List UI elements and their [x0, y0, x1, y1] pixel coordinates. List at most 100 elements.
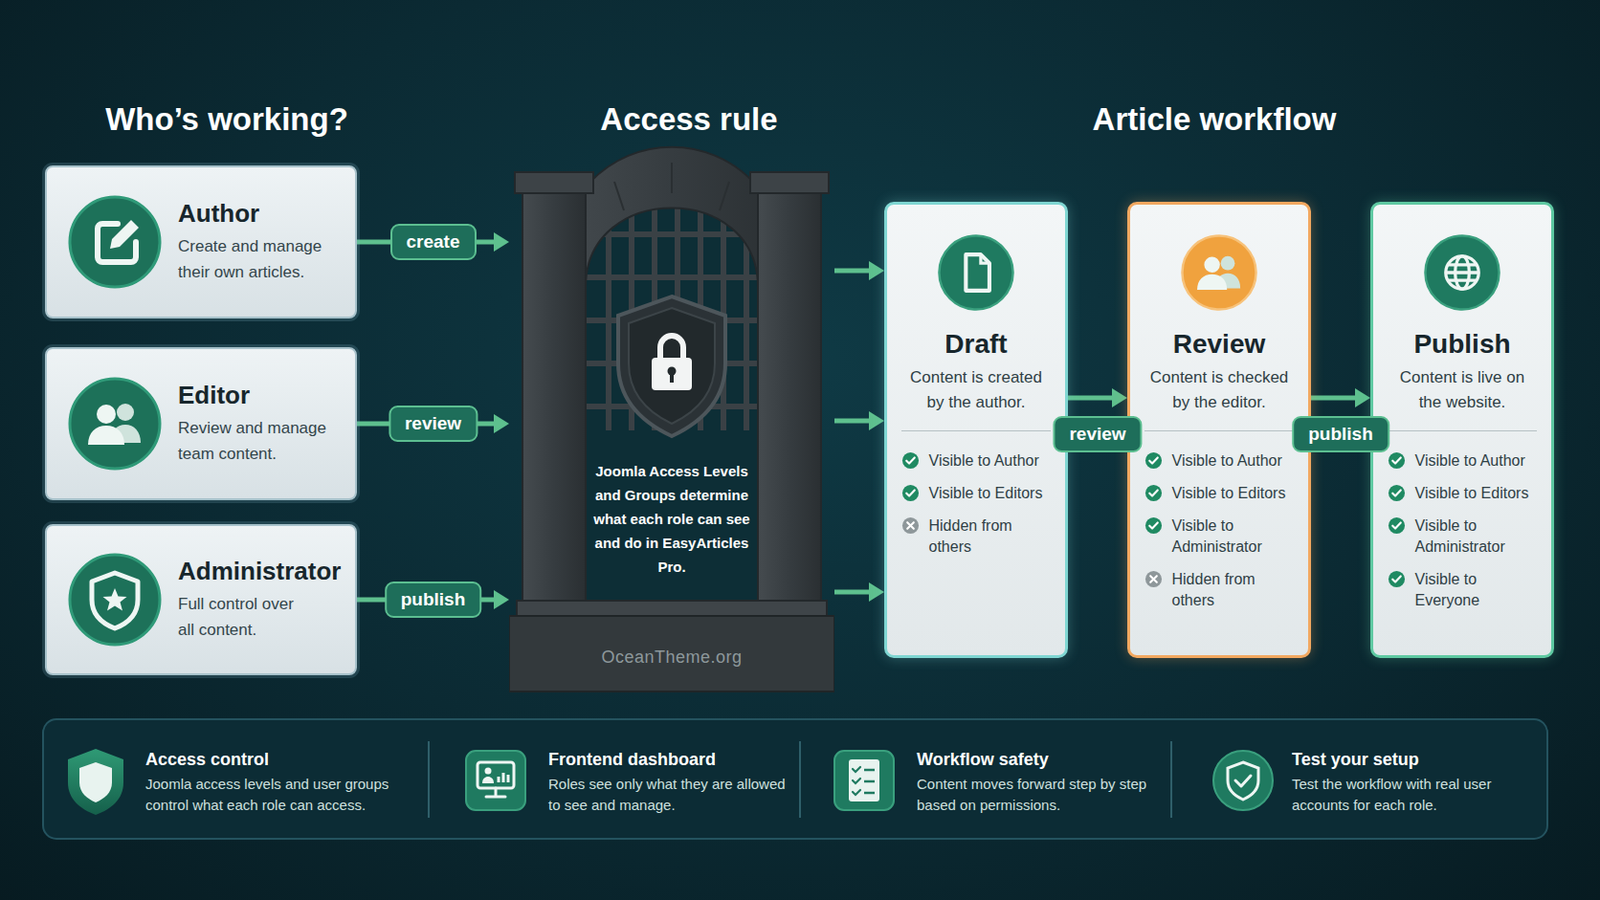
visibility-text: Visible to Everyone [1415, 569, 1538, 612]
text-column: Frontend dashboardRoles see only what th… [548, 742, 793, 823]
edge-label: publish [1291, 416, 1390, 453]
feature-title: Frontend dashboard [548, 749, 793, 771]
visibility-list: Visible to AuthorVisible to EditorsVisib… [1144, 450, 1295, 623]
role-description: Full control over all content. [177, 591, 308, 644]
checklist-icon [834, 751, 894, 811]
edge-label: review [1052, 416, 1142, 453]
workflow-stage-card: DraftContent is created by the author. Vi… [884, 201, 1068, 659]
info-band [43, 719, 1548, 840]
text-column: Access controlJoomla access levels and u… [145, 742, 397, 823]
arrow-head [868, 582, 885, 602]
check-mark [901, 451, 920, 470]
column-heading: Article workflow [1092, 101, 1337, 138]
visibility-item: Visible to Administrator [1144, 515, 1295, 558]
check-mark [1387, 516, 1406, 535]
text-column: Test your setupTest the workflow with re… [1291, 742, 1511, 823]
shield-icon [66, 552, 163, 648]
shield-icon [67, 749, 124, 816]
arrow-line [1067, 396, 1116, 401]
people-icon [66, 376, 163, 472]
stage-title: Publish [1413, 329, 1511, 360]
role-description: Create and manage their own articles. [177, 233, 341, 286]
people-icon [1179, 233, 1259, 312]
visibility-text: Visible to Author [1415, 450, 1538, 472]
arrow-head [868, 411, 885, 431]
role-description: Review and manage team content. [177, 415, 341, 467]
workflow-stage-card: PublishContent is live on the website. Vi… [1370, 201, 1555, 659]
flow-arrow [1311, 388, 1371, 408]
arrow-head [868, 261, 885, 281]
arrow-head [1355, 388, 1371, 408]
feature-item: Frontend dashboardRoles see only what th… [466, 742, 797, 823]
text-column: AuthorCreate and manage their own articl… [177, 167, 341, 317]
visibility-list: Visible to AuthorVisible to EditorsVisib… [1387, 450, 1538, 623]
check-mark [1387, 451, 1406, 470]
visibility-text: Visible to Author [929, 450, 1052, 472]
role-box: EditorReview and manage team content. [44, 347, 357, 501]
role-title: Author [177, 199, 260, 228]
globe-icon [1422, 233, 1502, 312]
check-mark [1144, 484, 1163, 503]
stage-title: Draft [944, 329, 1007, 360]
edge-label: publish [384, 581, 483, 619]
text-column: AdministratorFull control over all conte… [177, 526, 341, 674]
edge-label: review [388, 405, 478, 443]
edit-icon [66, 194, 163, 290]
doc-icon [936, 233, 1016, 312]
visibility-item: Hidden from others [1144, 569, 1295, 612]
visibility-item: Hidden from others [901, 515, 1052, 558]
visibility-item: Visible to Author [1144, 450, 1295, 472]
visibility-item: Visible to Editors [901, 483, 1052, 505]
band-divider [428, 741, 1172, 819]
access-gate: Joomla Access Levels and Groups determin… [509, 143, 835, 693]
visibility-item: Visible to Everyone [1387, 569, 1538, 612]
stage-title: Review [1173, 329, 1267, 360]
stage-description: Content is live on the website. [1387, 365, 1537, 416]
column-heading: Who’s working? [105, 101, 349, 138]
arrow-line [834, 590, 873, 596]
check-shield-icon [1213, 751, 1273, 811]
cross-mark [901, 516, 920, 535]
flow-arrow [834, 261, 885, 281]
flow-arrow [1067, 388, 1128, 408]
stage-description: Content is created by the author. [901, 365, 1051, 416]
arrow-head [493, 590, 510, 610]
visibility-item: Visible to Editors [1144, 483, 1295, 505]
feature-title: Workflow safety [916, 749, 1161, 771]
watermark: OceanTheme.org [600, 647, 742, 668]
flow-arrow [834, 582, 885, 602]
feature-item: Workflow safetyContent moves forward ste… [834, 742, 1165, 823]
feature-description: Test the workflow with real user account… [1291, 774, 1511, 817]
column-heading: Access rule [600, 101, 778, 138]
stage-description: Content is checked by the editor. [1144, 365, 1294, 416]
dashboard-icon [466, 751, 526, 811]
role-title: Administrator [177, 556, 341, 586]
check-mark [1144, 451, 1163, 470]
visibility-text: Visible to Administrator [1172, 515, 1295, 558]
arrow-head [1111, 388, 1128, 408]
visibility-item: Visible to Administrator [1387, 515, 1538, 558]
feature-title: Test your setup [1291, 749, 1511, 771]
visibility-text: Visible to Editors [1172, 483, 1295, 505]
text-column: Workflow safetyContent moves forward ste… [916, 742, 1161, 823]
check-mark [1387, 484, 1406, 503]
visibility-text: Visible to Editors [929, 483, 1052, 505]
visibility-text: Visible to Editors [1415, 483, 1538, 505]
workflow-stage-card: ReviewContent is checked by the editor. V… [1127, 201, 1312, 659]
visibility-item: Visible to Author [1387, 450, 1538, 472]
visibility-item: Visible to Author [901, 450, 1052, 472]
check-mark [901, 484, 920, 503]
visibility-text: Hidden from others [929, 515, 1052, 558]
arrow-head [493, 232, 510, 252]
check-mark [1387, 570, 1406, 589]
role-box: AuthorCreate and manage their own articl… [44, 165, 357, 319]
feature-description: Joomla access levels and user groups con… [145, 774, 397, 817]
arrow-line [834, 268, 873, 274]
check-mark [1144, 516, 1163, 535]
edge-label: create [390, 223, 477, 261]
arrow-line [1311, 396, 1359, 401]
divider-line [1387, 430, 1537, 432]
feature-item: Test your setupTest the workflow with re… [1209, 742, 1516, 823]
cross-mark [1144, 570, 1163, 589]
